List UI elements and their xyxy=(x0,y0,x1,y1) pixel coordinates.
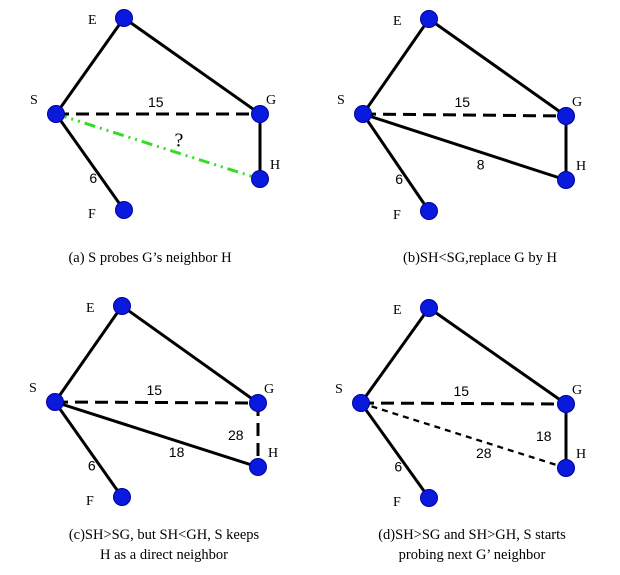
edge-s-e xyxy=(53,305,124,403)
caption-d-line-2: probing next G’ neighbor xyxy=(399,547,546,563)
node-label-f: F xyxy=(86,494,94,509)
node-s xyxy=(354,105,372,123)
caption-c-line-2: H as a direct neighbor xyxy=(100,547,228,563)
node-h xyxy=(557,171,575,189)
node-label-g: G xyxy=(264,382,274,397)
edge-s-g xyxy=(362,112,567,118)
edge-s-f xyxy=(53,401,124,498)
caption-c-line-1: (c)SH>SG, but SH<GH, S keeps xyxy=(69,527,260,543)
edge-s-f xyxy=(359,402,431,499)
edge-s-f xyxy=(54,113,126,211)
node-label-h: H xyxy=(268,446,278,461)
edge-label-gh: 18 xyxy=(536,428,552,444)
edge-e-g xyxy=(428,306,567,406)
edge-s-e xyxy=(359,307,431,404)
caption-a-line-1: (a) S probes G’s neighbor H xyxy=(68,250,232,266)
node-e xyxy=(420,10,438,28)
node-label-h: H xyxy=(576,447,586,462)
node-s xyxy=(46,393,64,411)
node-h xyxy=(249,458,267,476)
node-label-s: S xyxy=(30,93,38,108)
edge-label-sh: ? xyxy=(174,129,183,151)
edge-label-sh: 28 xyxy=(476,445,492,461)
node-label-g: G xyxy=(572,383,582,398)
node-label-f: F xyxy=(88,207,96,222)
caption-b-line-1: (b)SH<SG,replace G by H xyxy=(403,250,557,266)
edge-e-g xyxy=(123,16,261,116)
node-label-g: G xyxy=(266,93,276,108)
edge-s-g xyxy=(54,400,259,405)
edge-e-g xyxy=(428,17,567,118)
edge-s-h xyxy=(362,112,567,182)
edge-s-g xyxy=(360,401,567,406)
node-label-e: E xyxy=(393,303,402,318)
edge-s-e xyxy=(361,18,431,115)
node-label-s: S xyxy=(29,381,37,396)
edge-label-sf: 6 xyxy=(394,458,402,474)
edge-label-sg: 15 xyxy=(454,383,470,399)
node-e xyxy=(113,297,131,315)
node-g xyxy=(251,105,269,123)
node-f xyxy=(420,489,438,507)
edge-s-h xyxy=(55,112,261,181)
node-label-e: E xyxy=(86,301,95,316)
edge-s-e xyxy=(54,17,126,115)
node-f xyxy=(420,202,438,220)
node-label-f: F xyxy=(393,208,401,223)
edge-label-sf: 6 xyxy=(395,171,403,187)
node-label-e: E xyxy=(88,13,97,28)
edge-s-f xyxy=(361,113,431,212)
node-f xyxy=(115,201,133,219)
panel-c: 15 28 6 18 S E G H F (c)SH>SG, but SH<GH, S keeps… xyxy=(29,297,278,563)
edge-label-sg: 15 xyxy=(455,94,471,110)
edge-e-g xyxy=(121,304,259,405)
edge-s-h xyxy=(360,401,567,470)
edge-label-sh: 8 xyxy=(477,157,485,173)
node-e xyxy=(115,9,133,27)
node-label-e: E xyxy=(393,14,402,29)
node-g xyxy=(557,395,575,413)
node-f xyxy=(113,488,131,506)
node-label-h: H xyxy=(576,159,586,174)
edge-label-sg: 15 xyxy=(148,94,164,110)
edge-label-sh: 18 xyxy=(169,444,185,460)
node-e xyxy=(420,299,438,317)
node-h xyxy=(251,170,269,188)
node-s xyxy=(47,105,65,123)
panel-a: 15 6? S E G H F (a) S probes G’s neighbor H xyxy=(30,9,280,266)
node-h xyxy=(557,459,575,477)
node-label-f: F xyxy=(393,495,401,510)
edge-s-h xyxy=(54,400,259,469)
node-label-g: G xyxy=(572,95,582,110)
edge-label-sg: 15 xyxy=(147,382,163,398)
node-label-h: H xyxy=(270,158,280,173)
edge-label-sf: 6 xyxy=(89,170,97,186)
node-label-s: S xyxy=(335,382,343,397)
panel-d: 15 18 6 28 S E G H F (d)SH>SG and SH>GH, S starts… xyxy=(335,299,586,563)
panel-b: 15 6 8 S E G H F (b)SH<SG,replace G by H xyxy=(337,10,586,266)
node-label-s: S xyxy=(337,93,345,108)
caption-d-line-1: (d)SH>SG and SH>GH, S starts xyxy=(378,527,566,543)
node-s xyxy=(352,394,370,412)
node-g xyxy=(249,394,267,412)
edge-label-gh: 28 xyxy=(228,427,244,443)
edge-label-sf: 6 xyxy=(88,457,96,473)
node-g xyxy=(557,107,575,125)
